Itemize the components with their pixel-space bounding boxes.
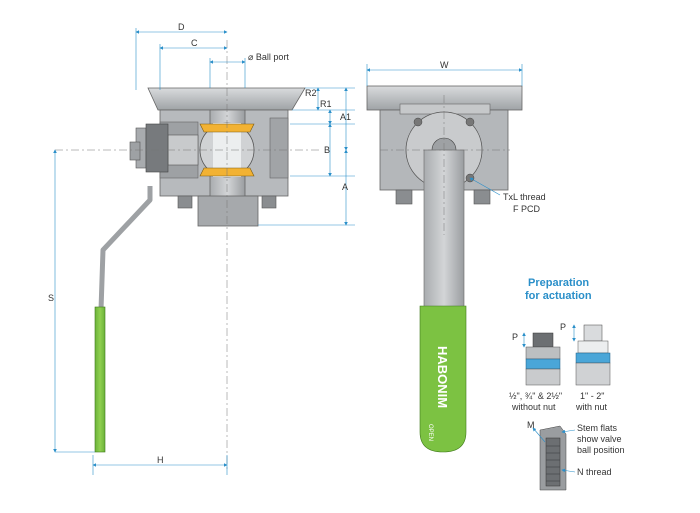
habonim-logo-text: HABONIM [435,346,450,408]
stem-without-nut [525,332,561,386]
front-view: HABONIM OPEN [366,85,523,453]
prep-heading-line1: Preparation [528,277,589,289]
small-sizes-line1: ½", ¾" & 2½" [509,391,562,401]
dim-d-label: D [178,22,185,32]
dim-r1-label: R1 [320,99,332,109]
large-sizes-line2: with nut [575,402,608,412]
dim-w-label: W [440,60,449,70]
dim-h-label: H [157,455,164,465]
large-sizes-line1: 1" - 2" [580,391,604,401]
dim-s-label: S [48,293,54,303]
stem-flats-line1: Stem flats [577,423,618,433]
handle-grip [94,306,106,453]
front-dimension-lines [366,64,523,196]
n-thread-label: N thread [577,467,612,477]
dim-p-right-label: P [560,322,566,332]
prep-heading-line2: for actuation [525,290,592,302]
dim-m-label: M [527,420,535,430]
small-sizes-line2: without nut [511,402,556,412]
txl-thread-label: TxL thread [503,192,546,202]
stem-detail [539,425,567,491]
dimension-lines [53,28,355,475]
section-view [55,40,320,470]
dim-ball-port-label: ⌀ Ball port [248,52,289,62]
stem-flats-line2: show valve [577,434,622,444]
dim-r2-label: R2 [305,88,317,98]
dimension-labels: D C ⌀ Ball port R2 R1 A1 B A S H [48,22,351,465]
dim-b-label: B [324,145,330,155]
front-handle-grip [419,305,467,453]
handle-arm [98,186,153,311]
dim-c-label: C [191,38,198,48]
dim-a-label: A [342,182,348,192]
actuation-prep: Preparation for actuation P P ½", ¾" & 2… [509,277,625,491]
f-pcd-label: F PCD [513,204,541,214]
dim-a1-label: A1 [340,112,351,122]
stem-with-nut [575,324,611,386]
dim-p-left-label: P [512,332,518,342]
front-labels: W TxL thread F PCD [440,60,546,214]
open-text: OPEN [427,424,433,441]
stem-flats-line3: ball position [577,445,625,455]
top-flange [147,87,306,111]
